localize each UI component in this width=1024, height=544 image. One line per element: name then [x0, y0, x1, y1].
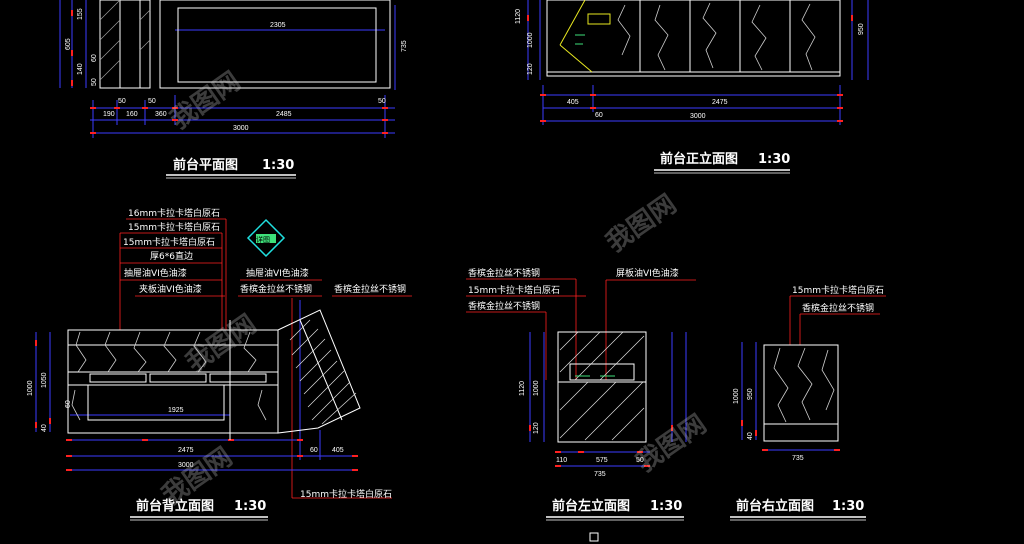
back-note-9: 香槟金拉丝不锈钢: [334, 283, 406, 295]
left-dim-1000: 1000: [533, 380, 540, 396]
plan-title: 前台平面图: [173, 157, 238, 173]
detail-badge: 详图: [246, 218, 286, 258]
right-dim-40: 40: [747, 432, 754, 440]
back-note-8: 香槟金拉丝不锈钢: [240, 283, 312, 295]
back-note-3: 15mm卡拉卡塔白原石: [123, 236, 215, 248]
plan-scale: 1:30: [262, 158, 294, 173]
back-dim-1050: 1050: [41, 372, 48, 388]
left-dim-50: 50: [636, 457, 644, 464]
front-dim-3000: 3000: [690, 113, 706, 120]
plan-dim-60: 60: [91, 54, 98, 62]
right-dim-950: 950: [747, 388, 754, 400]
plan-dim-605: 605: [65, 38, 72, 50]
back-dim-60a: 60: [310, 447, 318, 454]
front-elevation: 405 2475 3000 60 1120 1000 120 950 前台正立面…: [515, 0, 869, 174]
left-dim-1120: 1120: [519, 381, 526, 396]
plan-dim-2485: 2485: [276, 111, 292, 118]
plan-dim-50c: 50: [378, 98, 386, 105]
page-marker: [589, 532, 599, 542]
back-note-1: 16mm卡拉卡塔白原石: [128, 207, 220, 219]
plan-dim-50d: 50: [91, 78, 98, 86]
front-dim-405: 405: [567, 99, 579, 106]
plan-dim-360: 360: [155, 111, 167, 118]
left-note-1: 香槟金拉丝不锈钢: [468, 267, 540, 279]
back-dim-1000: 1000: [27, 380, 34, 396]
back-dim-40: 40: [41, 424, 48, 432]
front-dim-1120: 1120: [515, 9, 522, 24]
front-scale: 1:30: [758, 152, 790, 167]
left-elevation: 香槟金拉丝不锈钢 15mm卡拉卡塔白原石 香槟金拉丝不锈钢 屏板油VI色油漆 1…: [466, 267, 696, 521]
plan-view: 2305 2485 3000 190 160 360 50 50 50 605 …: [59, 0, 408, 179]
right-scale: 1:30: [832, 499, 864, 514]
left-note-2: 15mm卡拉卡塔白原石: [468, 284, 560, 296]
back-dim-1925: 1925: [168, 407, 184, 414]
watermark-text-2: 我图网: [601, 189, 682, 258]
right-note-1: 15mm卡拉卡塔白原石: [792, 284, 884, 296]
back-dim-2475: 2475: [178, 447, 194, 454]
back-note-2: 15mm卡拉卡塔白原石: [128, 221, 220, 233]
back-dim-60b: 60: [65, 400, 72, 408]
back-note-7: 抽屉油VI色油漆: [246, 267, 309, 279]
back-title: 前台背立面图: [136, 498, 214, 514]
plan-dim-160: 160: [126, 111, 138, 118]
left-dim-110: 110: [556, 457, 567, 464]
right-note-2: 香槟金拉丝不锈钢: [802, 302, 874, 314]
watermark-text-5: 我图网: [631, 409, 712, 478]
back-scale: 1:30: [234, 499, 266, 514]
front-dim-1000: 1000: [527, 32, 534, 48]
plan-dim-2305: 2305: [270, 22, 286, 29]
right-elevation: 15mm卡拉卡塔白原石 香槟金拉丝不锈钢 735 1000 950 40 前台右…: [730, 284, 886, 521]
back-elevation: 详图 16mm卡拉卡塔白原石 15mm卡拉卡塔白原石 15mm卡拉卡塔白原石 厚…: [27, 207, 412, 521]
back-note-4: 厚6*6直边: [150, 250, 193, 262]
plan-dim-190: 190: [103, 111, 115, 118]
left-title: 前台左立面图: [552, 498, 630, 514]
front-dim-120: 120: [527, 63, 534, 75]
back-note-5: 抽屉油VI色油漆: [124, 267, 187, 279]
front-dim-950: 950: [858, 23, 865, 35]
right-dim-735: 735: [792, 455, 804, 462]
front-dim-60: 60: [595, 112, 603, 119]
left-dim-735: 735: [594, 471, 606, 478]
left-scale: 1:30: [650, 499, 682, 514]
front-dim-2475: 2475: [712, 99, 728, 106]
left-dim-120: 120: [533, 422, 540, 434]
plan-dim-155: 155: [77, 8, 84, 20]
back-dim-405: 405: [332, 447, 344, 454]
back-dim-3000: 3000: [178, 462, 194, 469]
right-title: 前台右立面图: [736, 498, 814, 514]
back-note-6: 夹板油VI色油漆: [139, 283, 202, 295]
left-dim-575: 575: [596, 457, 608, 464]
left-note-3: 香槟金拉丝不锈钢: [468, 300, 540, 312]
plan-dim-140: 140: [77, 63, 84, 75]
left-note-4: 屏板油VI色油漆: [616, 267, 679, 279]
detail-badge-label: 详图: [256, 235, 270, 244]
right-dim-1000: 1000: [733, 388, 740, 404]
front-title: 前台正立面图: [660, 151, 738, 167]
watermark-text-3: 我图网: [181, 309, 262, 378]
plan-dim-50a: 50: [118, 98, 126, 105]
plan-dim-50b: 50: [148, 98, 156, 105]
plan-dim-735: 735: [401, 40, 408, 52]
back-note-10: 15mm卡拉卡塔白原石: [300, 488, 392, 500]
plan-dim-3000: 3000: [233, 125, 249, 132]
